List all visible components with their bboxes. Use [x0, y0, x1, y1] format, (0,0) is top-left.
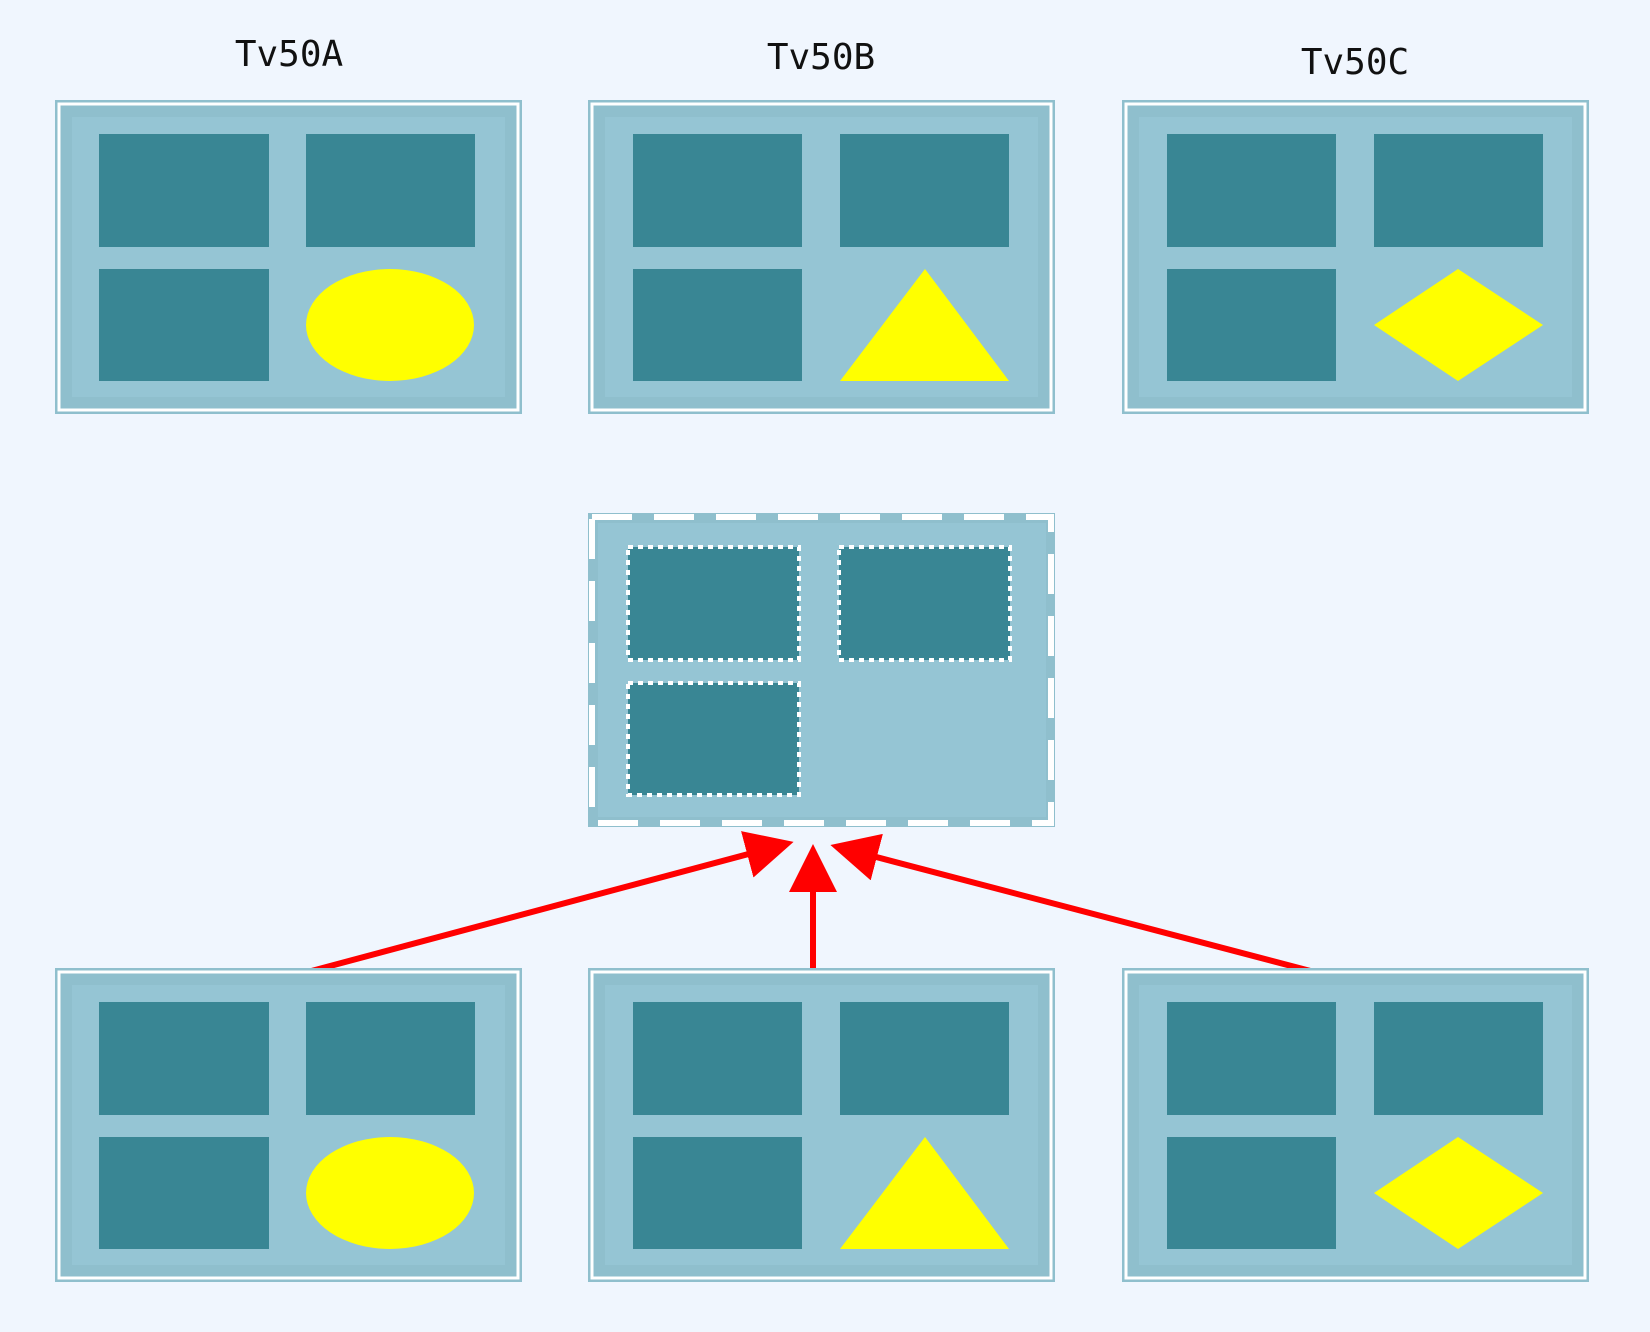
tile-2	[840, 1002, 1009, 1115]
arrow-right	[830, 833, 1342, 982]
panel-tv50b-bottom	[588, 968, 1055, 1282]
yellow-diamond	[1374, 1137, 1543, 1249]
tile-1	[1167, 1002, 1336, 1115]
tile-1	[99, 134, 269, 247]
yellow-ellipse	[306, 269, 474, 381]
label-tv50a: Tv50A	[234, 34, 344, 75]
label-tv50b: Tv50B	[766, 37, 876, 78]
panel-result-middle	[588, 513, 1055, 827]
panel-tv50c-bottom	[1122, 968, 1589, 1282]
panel-tv50b-top	[588, 100, 1055, 414]
tile-3	[1167, 1137, 1336, 1249]
panel-tv50c-top	[1122, 100, 1589, 414]
yellow-diamond	[1374, 269, 1543, 381]
tile-1-dotted	[626, 545, 801, 662]
tile-1	[1167, 134, 1336, 247]
tile-1	[633, 134, 802, 247]
label-tv50c: Tv50C	[1300, 42, 1410, 83]
tile-2-dotted	[837, 545, 1012, 662]
tile-2	[306, 134, 475, 247]
tile-1	[633, 1002, 802, 1115]
tile-3-dotted	[626, 681, 801, 797]
tile-2	[1374, 1002, 1543, 1115]
arrow-left	[288, 831, 794, 980]
yellow-triangle	[840, 1137, 1009, 1249]
yellow-triangle	[840, 269, 1009, 381]
panel-tv50a-bottom	[55, 968, 522, 1282]
tile-3	[1167, 269, 1336, 381]
tile-3	[99, 269, 269, 381]
tile-3	[633, 269, 802, 381]
tile-2	[306, 1002, 475, 1115]
tile-3	[633, 1137, 802, 1249]
panel-tv50a-top	[55, 100, 522, 414]
tile-1	[99, 1002, 269, 1115]
yellow-ellipse	[306, 1137, 474, 1249]
tile-2	[840, 134, 1009, 247]
tile-2	[1374, 134, 1543, 247]
arrows	[288, 831, 1342, 982]
tile-3	[99, 1137, 269, 1249]
